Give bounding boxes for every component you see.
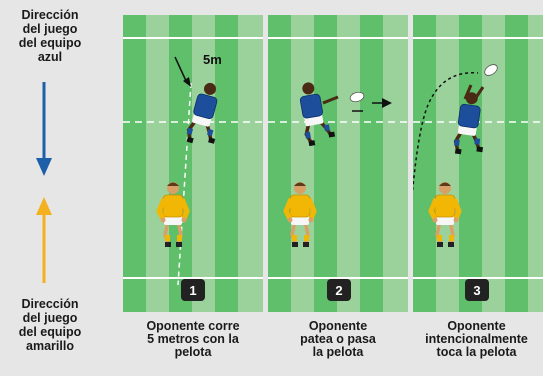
ball-icon xyxy=(349,91,365,103)
panel-kick-or-pass: 2 xyxy=(268,15,408,312)
panel-number: 1 xyxy=(189,283,196,298)
ball-icon xyxy=(484,64,498,76)
arrow-right-icon xyxy=(382,98,392,108)
field-3: 3 xyxy=(413,15,543,312)
yellow-direction-arrow-icon xyxy=(36,197,52,283)
yellow-team-direction-label: Dirección del juego del equipo amarillo xyxy=(18,297,82,353)
blue-direction-arrow-icon xyxy=(36,82,52,176)
panel-offside-run: 1 5m xyxy=(123,15,263,312)
panel-number: 2 xyxy=(335,283,342,298)
panel-intentional-touch: 3 xyxy=(413,15,543,312)
field-1: 1 5m xyxy=(123,15,263,312)
caption-1: Oponente corre 5 metros con la pelota xyxy=(146,319,240,359)
field-2: 2 xyxy=(268,15,408,312)
blue-team-direction-label: Dirección del juego del equipo azul xyxy=(18,8,82,64)
panel-number: 3 xyxy=(473,283,480,298)
caption-2: Oponente patea o pasa la pelota xyxy=(300,319,376,359)
distance-label: 5m xyxy=(203,52,222,67)
caption-3: Oponente intencionalmente toca la pelota xyxy=(425,319,528,359)
